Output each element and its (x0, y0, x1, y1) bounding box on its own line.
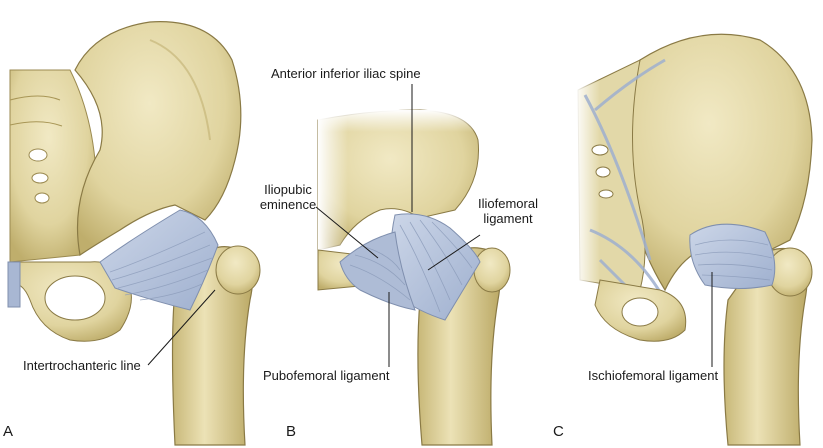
sacral-foramen (31, 172, 49, 184)
panel-letter-c: C (553, 423, 564, 440)
leader-lines (147, 84, 713, 367)
leader-intertrochanteric-line (147, 289, 216, 366)
label-iliofemoral-ligament: Iliofemoral ligament (468, 196, 548, 226)
panel-a-figure (7, 21, 261, 446)
greater-trochanter (473, 247, 511, 293)
label-intertrochanteric-line: Intertrochanteric line (23, 358, 141, 373)
leader-iliopubic-eminence (315, 206, 379, 259)
label-anterior-inferior-iliac-spine: Anterior inferior iliac spine (271, 66, 421, 81)
label-iliofemoral-ligament-line1: Iliofemoral (478, 196, 538, 211)
pubofemoral-ligament (339, 231, 416, 311)
label-iliopubic-eminence-line1: Iliopubic (264, 182, 312, 197)
label-iliopubic-eminence-line2: eminence (259, 197, 317, 212)
panel-letter-a: A (3, 423, 14, 440)
ischiofemoral-ligament (689, 223, 776, 289)
label-pubofemoral-ligament: Pubofemoral ligament (263, 368, 390, 383)
sacral-foramen (595, 166, 611, 178)
sacral-foramen (28, 148, 48, 162)
panel-letter-b: B (286, 423, 297, 440)
sacral-foramen (591, 144, 609, 156)
greater-trochanter (215, 245, 261, 295)
ilium-wing (74, 21, 242, 257)
label-ischiofemoral-ligament: Ischiofemoral ligament (588, 368, 719, 383)
sacral-foramen (598, 189, 614, 199)
panel-c-figure (575, 33, 813, 446)
panel-b-figure (317, 109, 511, 446)
obturator-foramen (44, 275, 106, 321)
label-iliofemoral-ligament-line2: ligament (483, 211, 533, 226)
sacral-foramen (34, 192, 50, 204)
leader-iliofemoral-ligament (427, 234, 481, 271)
label-iliopubic-eminence: Iliopubic eminence (258, 182, 318, 212)
pubic-symphysis (7, 261, 21, 308)
obturator-foramen (621, 297, 659, 327)
